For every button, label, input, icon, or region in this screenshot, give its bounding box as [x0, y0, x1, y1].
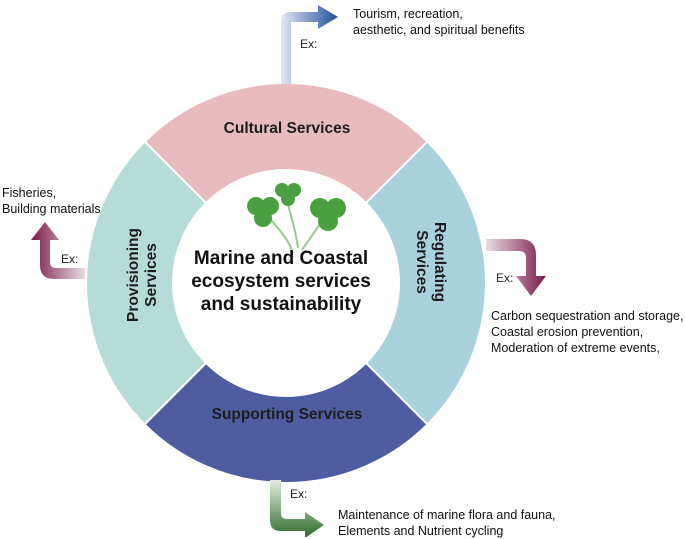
cultural-example-line-2: aesthetic, and spiritual benefits — [353, 23, 525, 37]
regulating-ex-label: Ex: — [496, 271, 513, 285]
regulating-example-line-3: Moderation of extreme events, — [491, 341, 660, 355]
center-title-line-1: Marine and Coastal — [194, 248, 368, 269]
supporting-ex-label: Ex: — [290, 487, 307, 501]
cultural-ex-label: Ex: — [300, 37, 317, 51]
provisioning-arrow — [31, 222, 85, 279]
provisioning-services-label-line-1: Provisioning — [125, 228, 142, 322]
provisioning-ex-label: Ex: — [61, 252, 78, 266]
supporting-arrow — [270, 480, 324, 537]
regulating-arrow — [486, 239, 546, 296]
supporting-services-label: Supporting Services — [212, 406, 363, 423]
provisioning-examples: Fisheries, Building materials — [2, 185, 101, 217]
regulating-services-label-line-2: Services — [413, 230, 430, 294]
supporting-example-line-2: Elements and Nutrient cycling — [338, 524, 504, 538]
cultural-arrow — [281, 5, 338, 84]
regulating-example-line-1: Carbon sequestration and storage, — [491, 309, 684, 323]
center-title-line-3: and sustainability — [201, 294, 362, 315]
center-circle — [173, 170, 399, 396]
regulating-examples: Carbon sequestration and storage, Coasta… — [491, 308, 684, 356]
provisioning-services-label-line-2: Services — [143, 243, 160, 307]
cultural-services-label: Cultural Services — [224, 120, 351, 137]
clover-sprouts-icon — [247, 183, 346, 251]
supporting-examples: Maintenance of marine flora and fauna, E… — [338, 507, 556, 539]
regulating-example-line-2: Coastal erosion prevention, — [491, 325, 644, 339]
center-title-line-2: ecosystem services — [191, 271, 371, 292]
provisioning-example-line-1: Fisheries, — [2, 186, 57, 200]
cultural-example-line-1: Tourism, recreation, — [353, 7, 463, 21]
supporting-example-line-1: Maintenance of marine flora and fauna, — [338, 508, 556, 522]
cultural-examples: Tourism, recreation, aesthetic, and spir… — [353, 6, 525, 38]
regulating-services-label-line-1: Regulating — [431, 222, 448, 302]
provisioning-example-line-2: Building materials — [2, 202, 101, 216]
